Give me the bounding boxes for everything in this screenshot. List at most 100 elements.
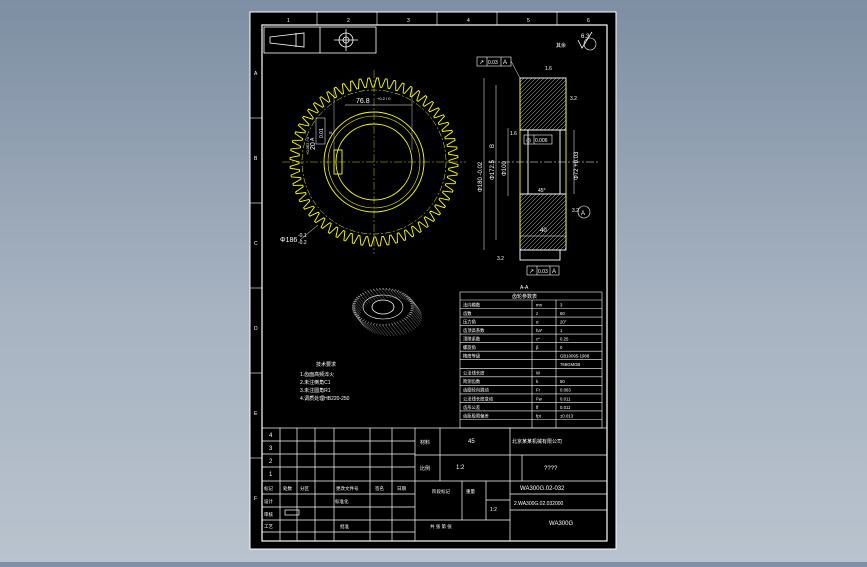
param-symbol: z xyxy=(536,311,538,316)
zone-number: 6 xyxy=(587,18,590,24)
sheet-label: 共 张 第 张 xyxy=(430,523,452,530)
standard-label: 标准化 xyxy=(335,498,349,505)
dim-keyway-depth: 76.8 xyxy=(356,98,370,105)
param-symbol: ha* xyxy=(536,328,543,333)
material-label: 材料 xyxy=(420,439,430,446)
tol-bore-value: 0.006 xyxy=(535,138,548,144)
tol-bottom-value: 0.03 xyxy=(538,269,548,275)
header-file: 更改文件号 xyxy=(336,485,359,492)
corner-label: 其余 xyxy=(556,42,566,49)
param-name: 螺旋角 xyxy=(463,344,476,351)
scale-label: 比例 xyxy=(420,465,430,472)
section-label: A-A xyxy=(520,285,529,291)
param-symbol: c* xyxy=(536,337,540,342)
zone-number: 3 xyxy=(407,18,410,24)
dim-tip-dia: Φ180 -0.02 xyxy=(478,161,484,192)
zone-letter: C xyxy=(254,241,258,247)
zone-number: 5 xyxy=(527,18,530,24)
roughness-2: 1.6 xyxy=(510,131,517,137)
param-name: 公法线长度 xyxy=(463,370,485,377)
param-name: 齿距极限偏差 xyxy=(463,412,489,419)
datum-letter: A xyxy=(581,211,585,217)
param-value: 0.25 xyxy=(560,337,569,342)
stage-label: 阶段标记 xyxy=(432,488,450,495)
dim-outer-tol-lower: -0.2 xyxy=(298,240,307,246)
part-name: ???? xyxy=(544,466,558,472)
param-name: 齿顶高系数 xyxy=(463,327,485,334)
param-symbol: Fr xyxy=(536,388,541,393)
param-name: 齿形公差 xyxy=(463,404,481,411)
param-name: 压力角 xyxy=(463,319,476,326)
dim-bore-dia: Φ100 xyxy=(502,161,508,176)
dim-chamfer: 45° xyxy=(538,188,546,194)
param-value: 20° xyxy=(560,320,567,325)
notes-title: 技术要求 xyxy=(316,361,336,368)
stage-scale: 1:2 xyxy=(490,507,497,513)
param-name: 齿圈径向跳动 xyxy=(463,387,489,394)
roughness-1: 1.6 xyxy=(545,66,552,72)
dim-outer-dia: Φ186 xyxy=(280,237,297,244)
notes-line: 4.调质处理HB220-250 xyxy=(300,395,350,402)
param-value: 766GMGB xyxy=(560,362,580,367)
design-label: 设计 xyxy=(264,498,273,505)
param-value: 0.011 xyxy=(560,396,571,401)
zone-number: 4 xyxy=(467,18,470,24)
param-name: 精度等级 xyxy=(463,353,481,360)
scale-value: 1:2 xyxy=(456,465,465,471)
param-name: 跨测齿数 xyxy=(463,378,481,385)
approve-label: 批准 xyxy=(340,523,349,530)
dim-face-width: 40 xyxy=(540,228,547,234)
notes-line: 2.未注倒角C1 xyxy=(300,379,331,386)
product-code: WA300G xyxy=(549,521,573,527)
check-label: 审核 xyxy=(264,511,273,518)
tol-top-value: 0.03 xyxy=(488,60,498,66)
zone-number: 2 xyxy=(347,18,350,24)
header-sign: 签名 xyxy=(375,485,384,492)
param-name: 顶隙系数 xyxy=(463,336,481,343)
header-count: 处数 xyxy=(283,485,292,492)
zone-number: 1 xyxy=(287,18,290,24)
dim-right-dia: Φ72 +0.03 xyxy=(574,151,580,180)
param-value: 50 xyxy=(560,379,565,384)
dim-keyway-depth-tol: +0.2 / 0 xyxy=(377,96,391,101)
param-symbol: fpt xyxy=(536,413,542,418)
corner-note: 6.3 xyxy=(581,34,590,40)
tol-top-symbol: ↗ xyxy=(479,60,484,66)
zone-letter: F xyxy=(254,496,257,502)
keyway-tol-symbol: ≡ xyxy=(328,131,334,134)
tol-bottom-datum: A xyxy=(552,269,556,275)
roughness-3: 3.2 xyxy=(570,96,577,102)
keyway-tol-value: 0.01 xyxy=(319,128,325,138)
dim-hub-dia: Φ172.5 xyxy=(490,160,496,180)
param-symbol: Fw xyxy=(536,396,543,401)
param-value: 0.063 xyxy=(560,388,571,393)
tol-bottom-symbol: ↗ xyxy=(529,269,534,275)
param-value: ±0.013 xyxy=(560,413,574,418)
param-name: 法向模数 xyxy=(463,301,481,308)
company-name: 北京某某机械有限公司 xyxy=(512,438,562,445)
zone-letter: D xyxy=(254,326,258,332)
process-label: 工艺 xyxy=(264,524,273,529)
param-value: GB10095-1988 xyxy=(560,354,590,359)
tol-bore-symbol: ◎ xyxy=(526,138,531,144)
param-value: 60 xyxy=(560,311,565,316)
dim-hub-label: B xyxy=(490,144,496,148)
header-mark: 标记 xyxy=(264,485,273,492)
tol-top-datum: A xyxy=(503,60,507,66)
material-value: 45 xyxy=(468,439,475,445)
param-table-title: 齿轮参数表 xyxy=(512,293,537,300)
param-value: 0.011 xyxy=(560,405,571,410)
roughness-5: 3.2 xyxy=(497,256,504,262)
notes-line: 3.未注圆角R1 xyxy=(300,387,331,394)
param-name: 公法线长度变动 xyxy=(463,395,494,402)
param-symbol: mn xyxy=(536,302,543,307)
weight-label: 重量 xyxy=(466,488,475,495)
drawing-number: WA300G.02-032 xyxy=(520,486,565,492)
file-number: 2.WA300G.02.032000 xyxy=(514,501,564,507)
param-name: 齿数 xyxy=(463,310,472,317)
paper xyxy=(250,12,616,549)
header-zone: 分区 xyxy=(300,485,309,492)
iso-bore xyxy=(372,300,394,314)
